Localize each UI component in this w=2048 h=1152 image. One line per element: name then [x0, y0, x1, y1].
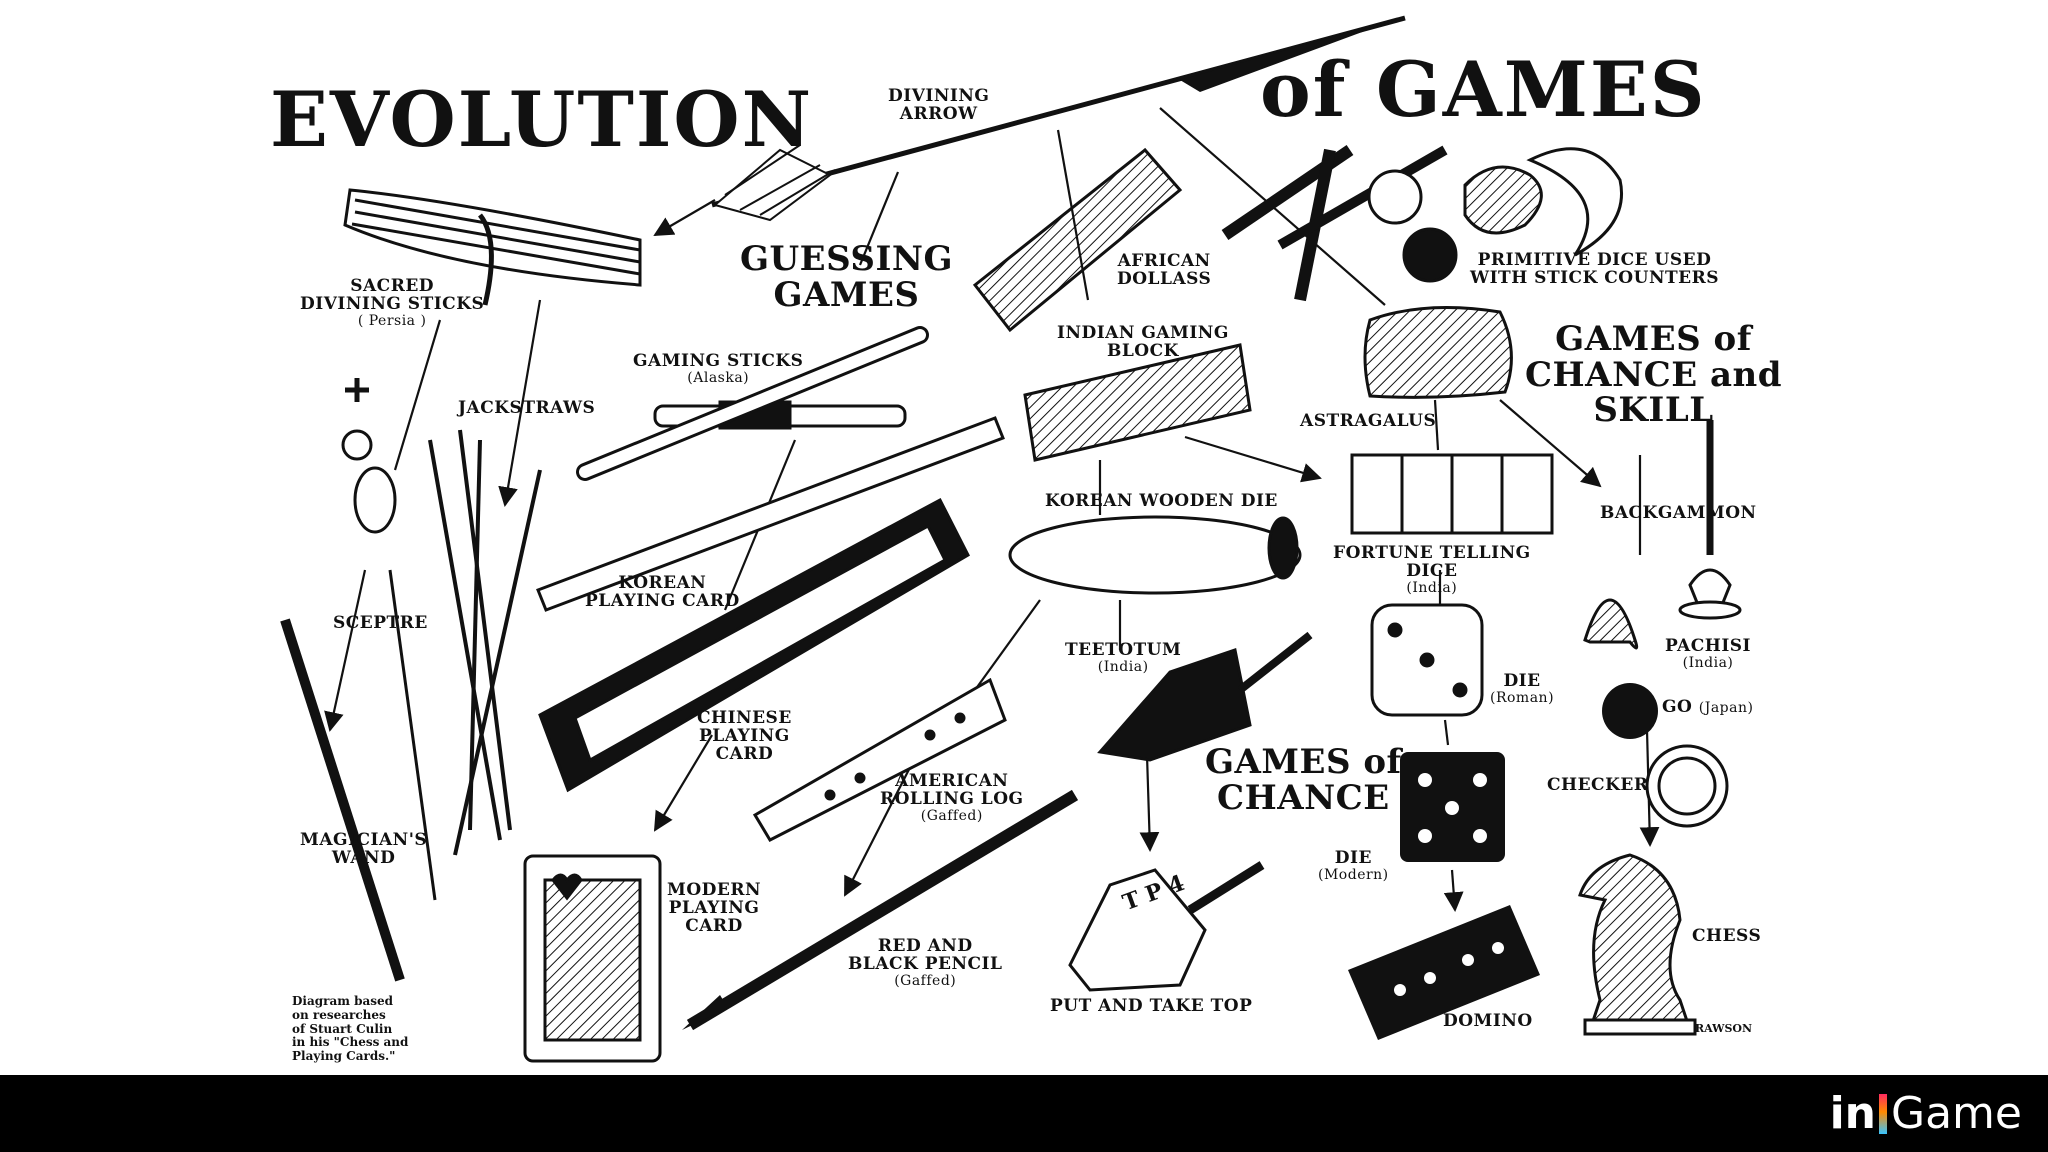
label-die-roman: DIE (Roman) — [1490, 671, 1555, 706]
logo-game: Game — [1891, 1088, 2022, 1139]
label-checker: CHECKER — [1547, 775, 1649, 795]
go-stone-drawing — [1602, 683, 1658, 739]
chinese-card-drawing — [538, 497, 970, 793]
label-go: GO (Japan) — [1662, 697, 1754, 717]
label-gaming-sticks: GAMING STICKS (Alaska) — [633, 351, 804, 386]
label-put-and-take-top: PUT AND TAKE TOP — [1050, 996, 1253, 1016]
label-jackstraws: JACKSTRAWS — [458, 398, 596, 418]
label-backgammon: BACKGAMMON — [1600, 503, 1757, 523]
american-rolling-log-drawing — [752, 677, 1007, 842]
label-chess: CHESS — [1692, 926, 1762, 946]
indian-gaming-block-drawing — [1023, 343, 1252, 462]
label-domino: DOMINO — [1443, 1011, 1533, 1031]
label-die-modern: DIE (Modern) — [1318, 848, 1389, 883]
sceptre-drawing — [341, 378, 437, 901]
domino-drawing — [1348, 905, 1540, 1040]
korean-card-drawing — [536, 416, 1005, 612]
red-black-pencil-drawing — [682, 789, 1079, 1031]
artist-signature: RAWSON — [1695, 1022, 1753, 1035]
korean-wooden-die-drawing — [1008, 515, 1302, 595]
chess-knight-drawing — [1578, 853, 1697, 1036]
title-right: of GAMES — [1260, 45, 1707, 134]
ingame-logo: in Game — [1830, 1089, 2022, 1139]
african-dollass-drawing — [972, 147, 1183, 333]
diagram-artwork — [280, 15, 1742, 1063]
fortune-dice-drawing — [1350, 453, 1554, 535]
checker-drawing — [1645, 744, 1729, 828]
label-astragalus: ASTRAGALUS — [1300, 411, 1437, 431]
primitive-dice-drawing — [1221, 145, 1623, 302]
label-sceptre: SCEPTRE — [333, 613, 428, 633]
label-korean-wooden-die: KOREAN WOODEN DIE — [1045, 491, 1278, 511]
title-left: EVOLUTION — [270, 75, 814, 164]
modern-card-drawing — [523, 854, 662, 1063]
label-pachisi: PACHISI (India) — [1665, 636, 1752, 671]
backgammon-drawing — [1678, 420, 1742, 620]
put-and-take-top-drawing — [1068, 861, 1265, 992]
magicians-wand-drawing — [280, 618, 405, 982]
gaming-sticks-drawing — [576, 326, 929, 481]
logo-in: in — [1829, 1088, 1876, 1139]
teetotum-drawing — [1097, 631, 1313, 762]
label-teetotum: TEETOTUM (India) — [1065, 640, 1182, 675]
roman-die-drawing — [1370, 603, 1484, 717]
jackstraws-drawing — [428, 429, 542, 856]
sacred-sticks-drawing — [343, 188, 642, 306]
pachisi-drawing — [1583, 598, 1639, 650]
divining-arrow-drawing — [711, 15, 1406, 222]
logo-bar-icon — [1879, 1094, 1887, 1134]
footer-bar: in Game — [0, 1075, 2048, 1152]
astragalus-drawing — [1363, 306, 1513, 399]
modern-die-drawing — [1400, 752, 1505, 862]
